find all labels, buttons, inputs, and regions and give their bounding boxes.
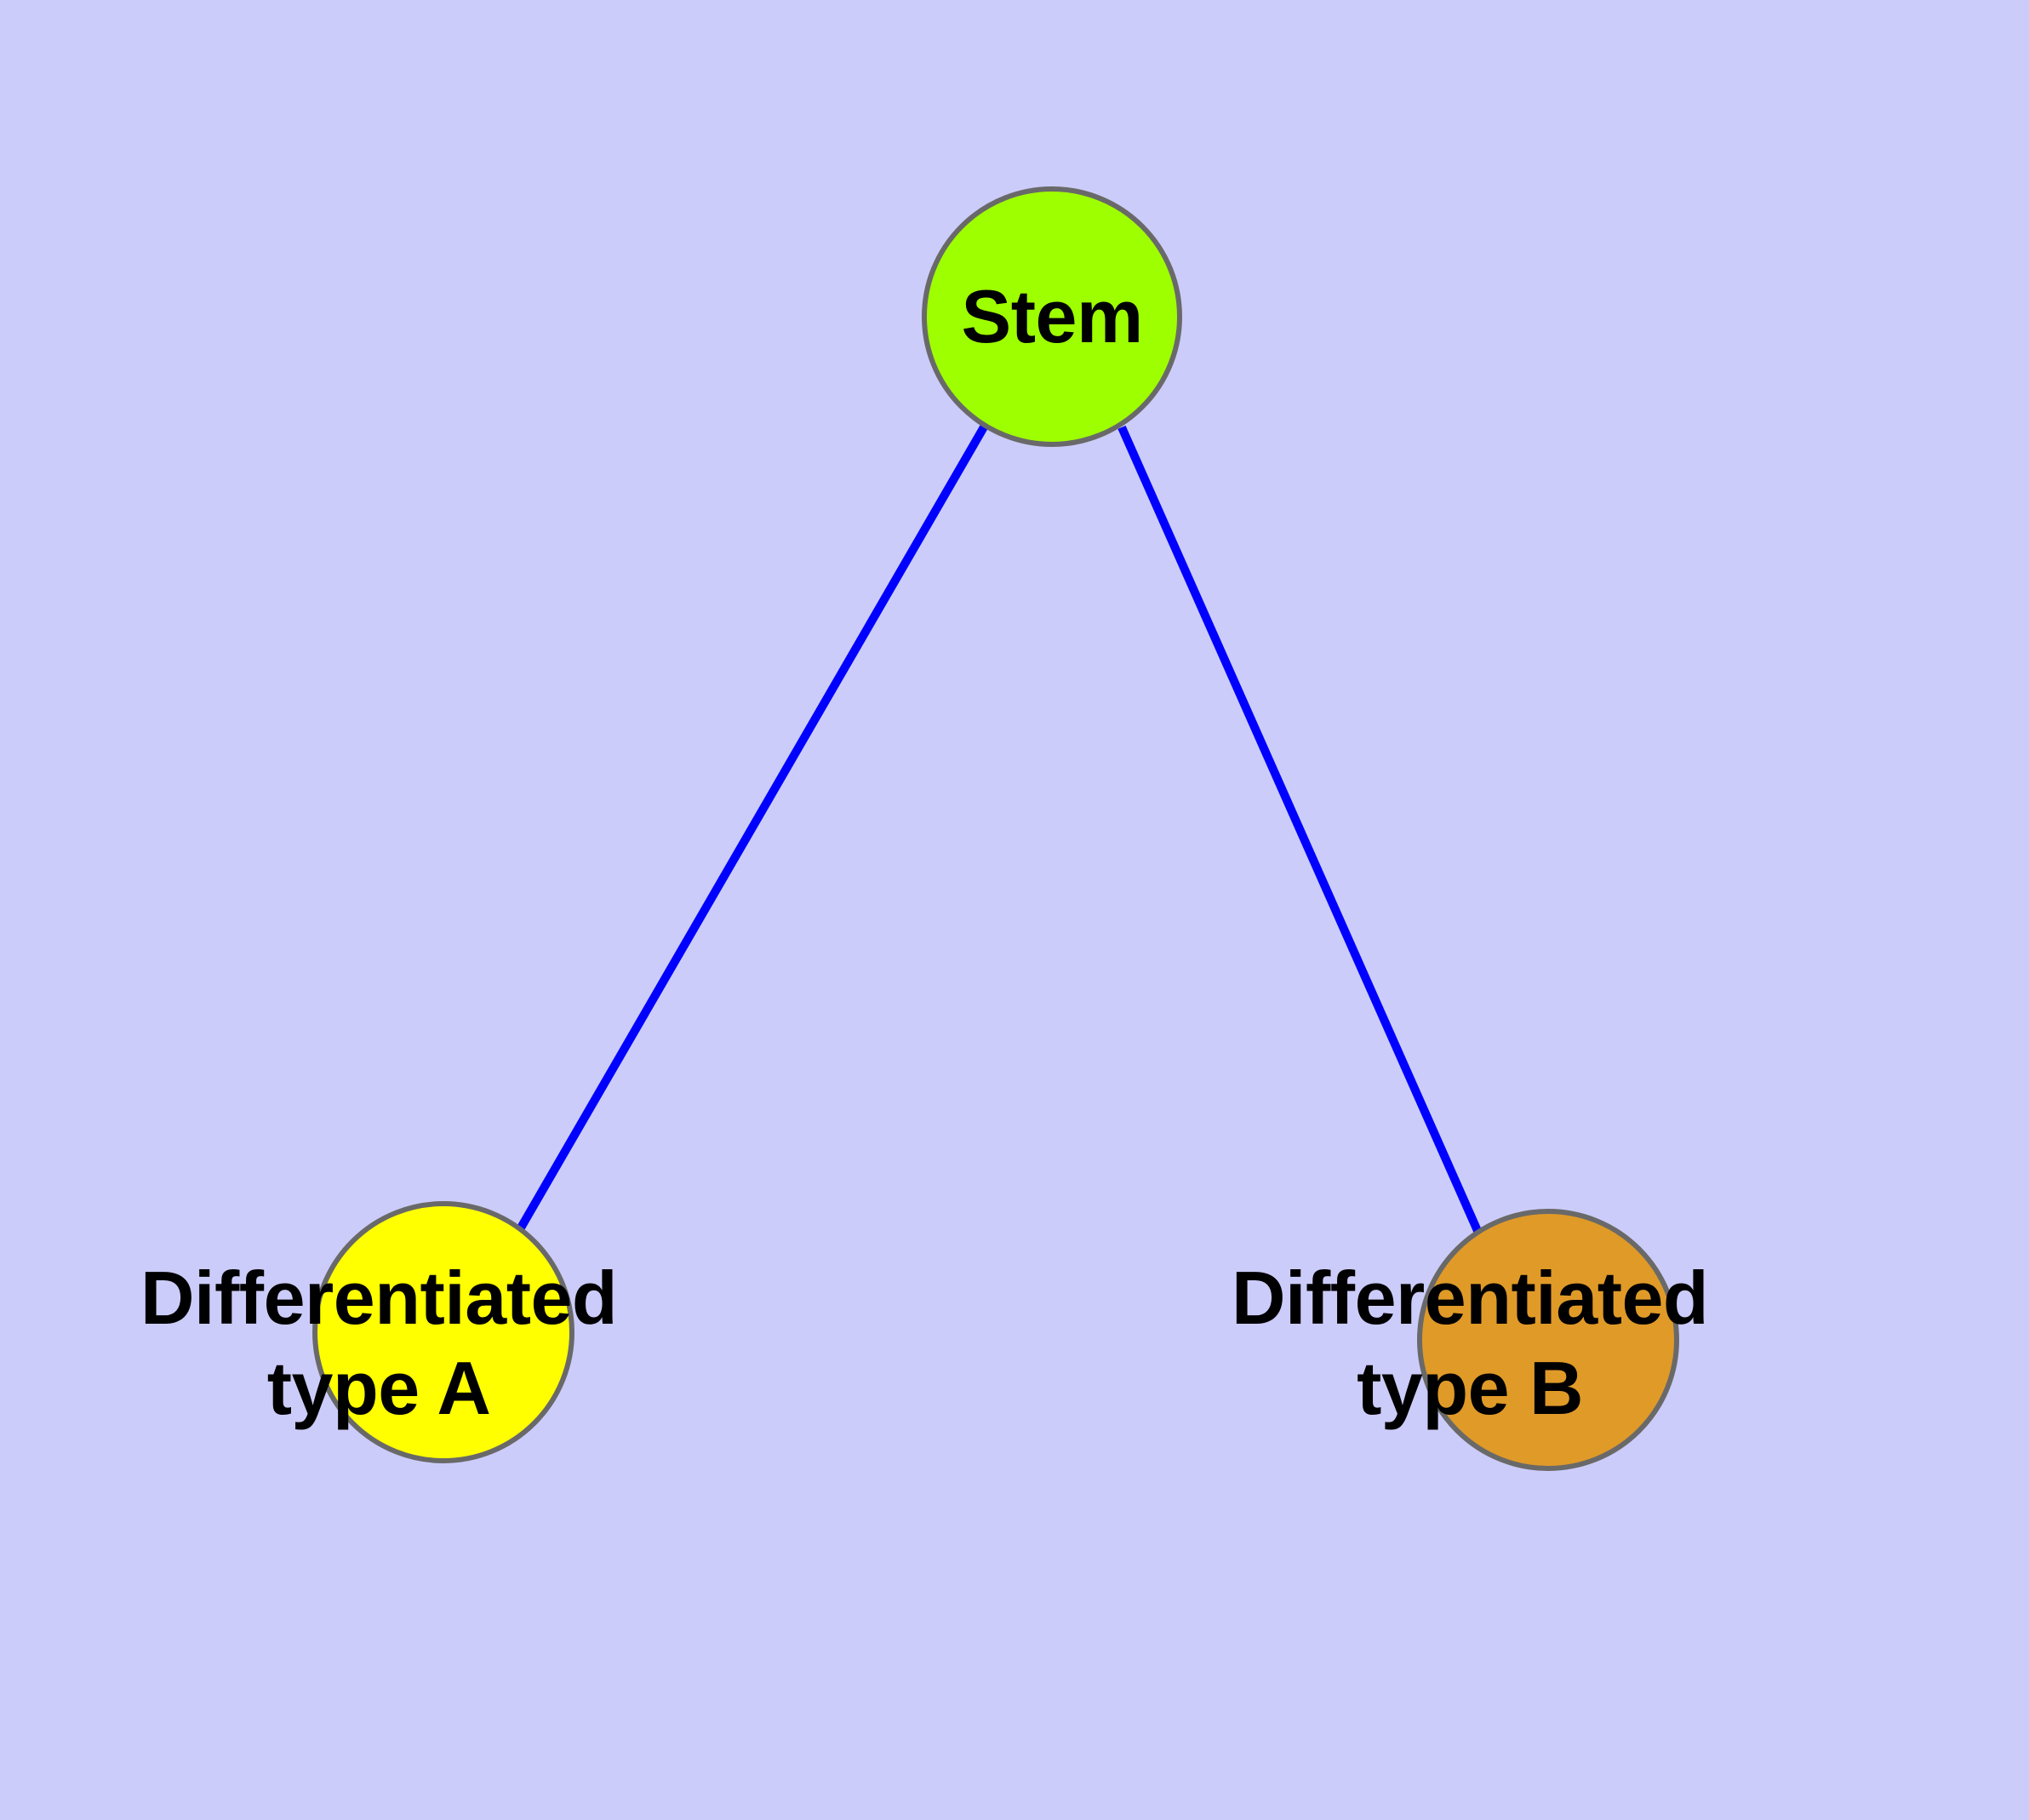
- graph-node-stem[interactable]: [922, 186, 1182, 447]
- graph-edge-stem-to-diff-b[interactable]: [1117, 425, 1483, 1235]
- edges-group: [516, 423, 1483, 1235]
- graph-node-diff-a[interactable]: [312, 1201, 574, 1463]
- graph-edge-stem-to-diff-a[interactable]: [516, 423, 989, 1232]
- graph-node-diff-b[interactable]: [1417, 1209, 1679, 1471]
- nodes-group: [312, 186, 1679, 1471]
